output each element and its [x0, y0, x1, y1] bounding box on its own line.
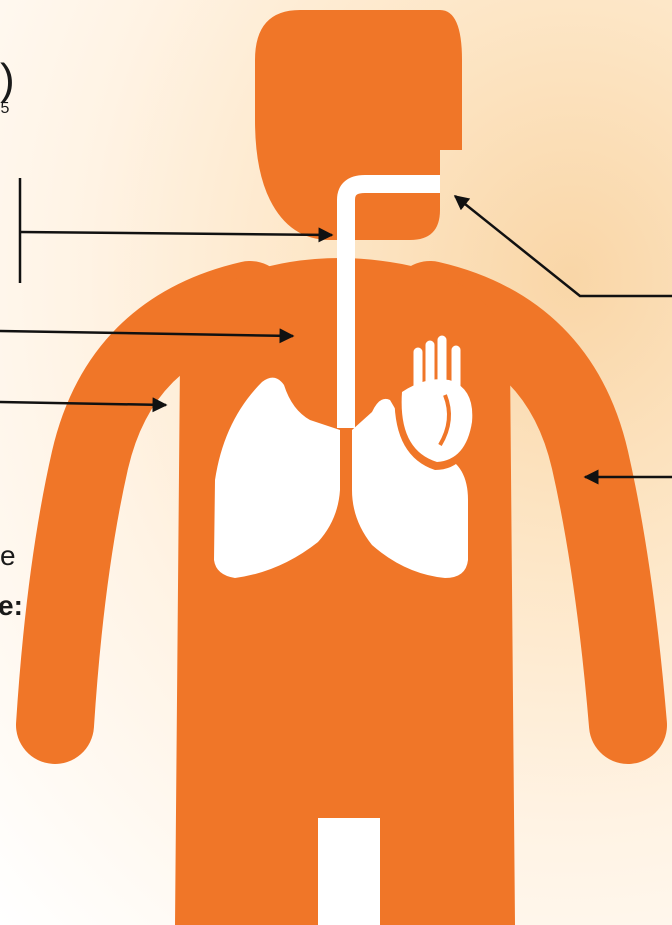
label-fragment-e: e — [0, 540, 16, 572]
leg-gap — [318, 818, 380, 925]
label-fragment-paren: ) — [0, 58, 15, 102]
head-shape — [255, 10, 462, 240]
label-fragment-e-colon: e: — [0, 590, 23, 622]
label-fragment-subscript: .5 — [0, 100, 9, 118]
arrow-airway — [20, 232, 332, 235]
